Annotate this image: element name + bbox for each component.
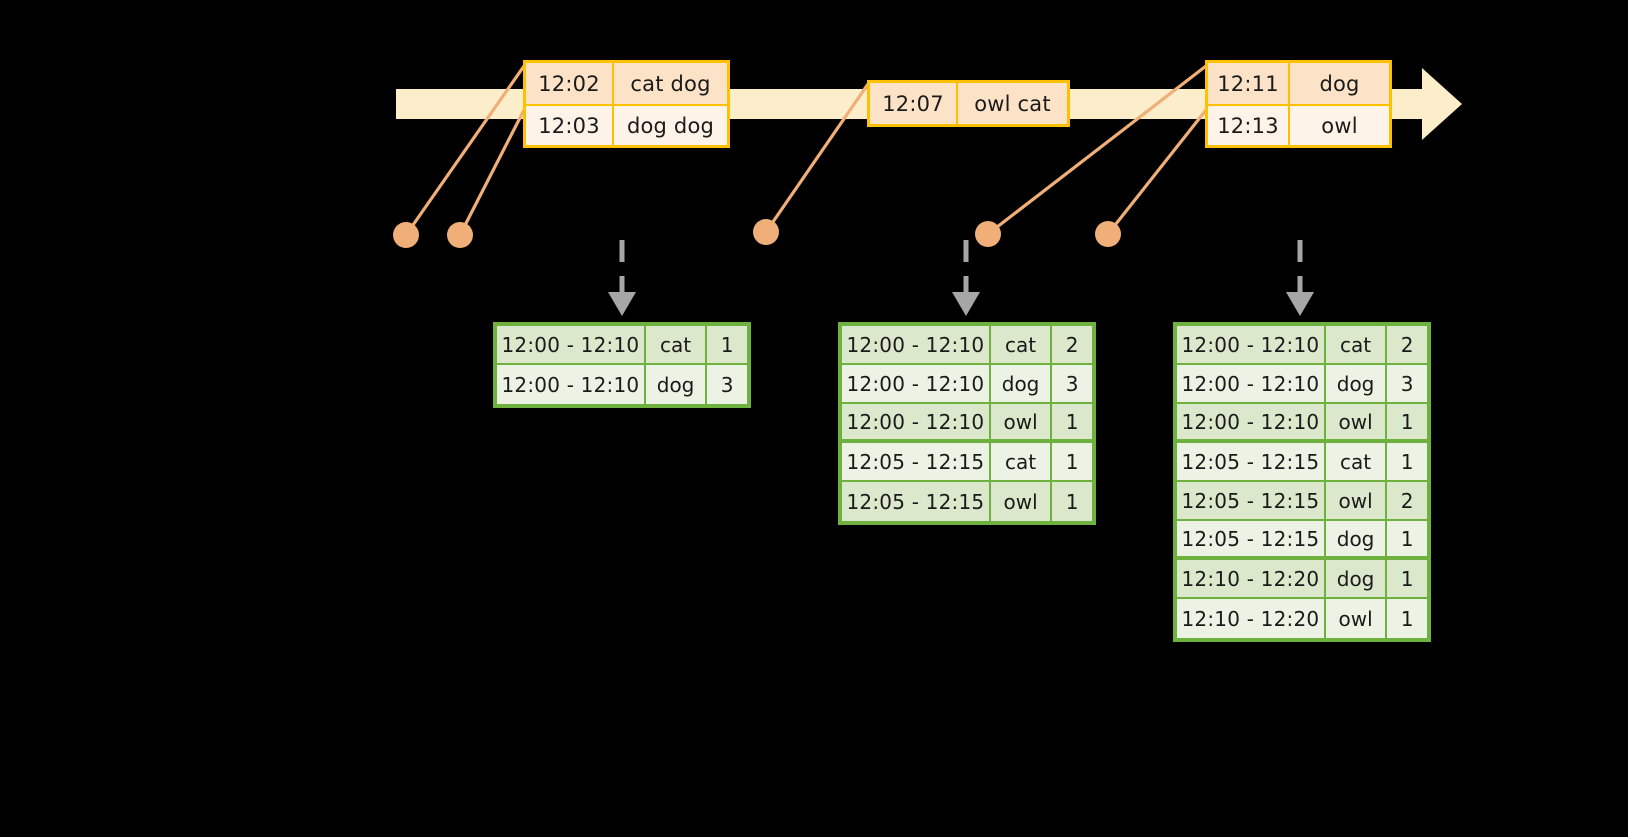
dashed-arrow-3 [1286, 240, 1314, 316]
table-row[interactable]: 12:00 - 12:10 owl 1 [1177, 404, 1427, 443]
event-words: cat dog [630, 71, 711, 96]
cell-window: 12:00 - 12:10 [1177, 404, 1326, 439]
cell-window: 12:00 - 12:10 [842, 404, 991, 439]
event-time: 12:07 [870, 83, 958, 124]
cell-window: 12:05 - 12:15 [1177, 443, 1326, 480]
cell-word: dog [1326, 365, 1388, 402]
cell-window: 12:05 - 12:15 [842, 482, 991, 521]
cell-window: 12:05 - 12:15 [1177, 521, 1326, 556]
emission-dot-3 [753, 219, 779, 245]
cell-word: owl [1326, 482, 1388, 519]
cell-count: 1 [1400, 606, 1414, 631]
cell-window: 12:00 - 12:10 [497, 326, 646, 363]
connector-line-1 [404, 65, 526, 236]
table-row[interactable]: 12:05 - 12:15 owl 1 [842, 482, 1092, 521]
cell-word: owl [991, 404, 1053, 439]
cell-word: dog [646, 365, 708, 404]
cell-count: 1 [1400, 409, 1414, 434]
cell-word: dog [1326, 560, 1388, 597]
table-row[interactable]: 12:05 - 12:15 dog 1 [1177, 521, 1427, 560]
connector-line-2 [458, 109, 526, 236]
cell-window: 12:00 - 12:10 [1177, 326, 1326, 363]
table-row[interactable]: 12:00 - 12:10 cat 2 [842, 326, 1092, 365]
cell-window: 12:00 - 12:10 [842, 326, 991, 363]
cell-window: 12:00 - 12:10 [842, 365, 991, 402]
event-time: 12:02 [526, 63, 614, 104]
emission-dot-4 [975, 221, 1001, 247]
cell-count: 1 [1400, 566, 1414, 591]
timeline-event-group-3[interactable]: 12:11 dog 12:13 owl [1205, 60, 1392, 148]
cell-window: 12:05 - 12:15 [842, 443, 991, 480]
table-row[interactable]: 12:05 - 12:15 cat 1 [842, 443, 1092, 482]
timeline-event-group-2[interactable]: 12:07 owl cat [867, 80, 1070, 127]
cell-word: dog [991, 365, 1053, 402]
cell-window: 12:00 - 12:10 [497, 365, 646, 404]
table-row[interactable]: 12:00 - 12:10 dog 3 [497, 365, 747, 404]
timeline-event-row[interactable]: 12:11 dog [1208, 63, 1389, 104]
cell-word: owl [991, 482, 1053, 521]
table-row[interactable]: 12:00 - 12:10 dog 3 [1177, 365, 1427, 404]
result-table-3[interactable]: 12:00 - 12:10 cat 2 12:00 - 12:10 dog 3 … [1173, 322, 1431, 642]
result-table-1[interactable]: 12:00 - 12:10 cat 1 12:00 - 12:10 dog 3 [493, 322, 751, 408]
emission-dot-1 [393, 222, 419, 248]
timeline-event-row[interactable]: 12:03 dog dog [526, 104, 727, 145]
cell-count: 3 [720, 372, 734, 397]
timeline-event-row[interactable]: 12:13 owl [1208, 104, 1389, 145]
timeline-event-group-1[interactable]: 12:02 cat dog 12:03 dog dog [523, 60, 730, 148]
emission-dot-5 [1095, 221, 1121, 247]
cell-word: cat [646, 326, 708, 363]
cell-window: 12:10 - 12:20 [1177, 560, 1326, 597]
event-words: owl cat [974, 91, 1051, 116]
cell-word: dog [1326, 521, 1388, 556]
cell-count: 2 [1400, 488, 1414, 513]
cell-window: 12:05 - 12:15 [1177, 482, 1326, 519]
cell-word: owl [1326, 404, 1388, 439]
cell-count: 1 [1065, 489, 1079, 514]
connector-line-3 [764, 83, 870, 233]
emission-dots [393, 219, 1121, 248]
timeline-event-row[interactable]: 12:02 cat dog [526, 63, 727, 104]
cell-count: 1 [1065, 409, 1079, 434]
cell-window: 12:10 - 12:20 [1177, 599, 1326, 638]
dashed-arrows [608, 240, 1314, 316]
event-time: 12:11 [1208, 63, 1290, 104]
dashed-arrow-1 [608, 240, 636, 316]
event-words: dog dog [626, 113, 715, 138]
cell-count: 1 [1400, 449, 1414, 474]
cell-window: 12:00 - 12:10 [1177, 365, 1326, 402]
event-time: 12:03 [526, 106, 614, 145]
event-words: dog [1319, 71, 1360, 96]
cell-count: 2 [1400, 332, 1414, 357]
cell-count: 3 [1065, 371, 1079, 396]
cell-count: 1 [1065, 449, 1079, 474]
table-row[interactable]: 12:05 - 12:15 owl 2 [1177, 482, 1427, 521]
dashed-arrow-2 [952, 240, 980, 316]
table-row[interactable]: 12:05 - 12:15 cat 1 [1177, 443, 1427, 482]
emission-dot-2 [447, 222, 473, 248]
event-time: 12:13 [1208, 106, 1290, 145]
cell-word: cat [1326, 326, 1388, 363]
result-table-2[interactable]: 12:00 - 12:10 cat 2 12:00 - 12:10 dog 3 … [838, 322, 1096, 525]
table-row[interactable]: 12:10 - 12:20 dog 1 [1177, 560, 1427, 599]
cell-count: 1 [720, 332, 734, 357]
cell-word: cat [991, 326, 1053, 363]
table-row[interactable]: 12:00 - 12:10 cat 1 [497, 326, 747, 365]
event-words: owl [1321, 113, 1358, 138]
cell-word: cat [1326, 443, 1388, 480]
table-row[interactable]: 12:00 - 12:10 owl 1 [842, 404, 1092, 443]
cell-count: 3 [1400, 371, 1414, 396]
cell-word: cat [991, 443, 1053, 480]
table-row[interactable]: 12:00 - 12:10 cat 2 [1177, 326, 1427, 365]
table-row[interactable]: 12:00 - 12:10 dog 3 [842, 365, 1092, 404]
connector-line-5 [1106, 109, 1208, 235]
cell-word: owl [1326, 599, 1388, 638]
cell-count: 2 [1065, 332, 1079, 357]
cell-count: 1 [1400, 526, 1414, 551]
timeline-event-row[interactable]: 12:07 owl cat [870, 83, 1067, 124]
table-row[interactable]: 12:10 - 12:20 owl 1 [1177, 599, 1427, 638]
